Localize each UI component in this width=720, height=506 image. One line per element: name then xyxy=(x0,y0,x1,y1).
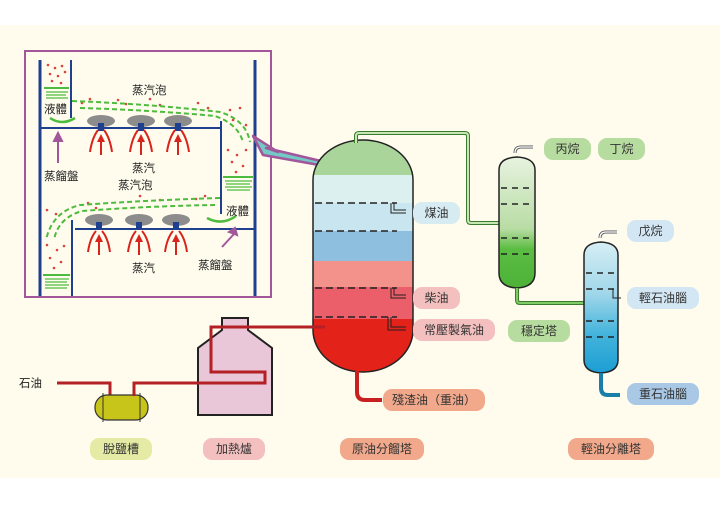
equipment-label-stabilizer: 穩定塔 xyxy=(508,320,570,342)
heated-feed-pipe xyxy=(132,325,325,396)
product-residue: 殘渣油（重油） xyxy=(383,389,485,411)
product-propane: 丙烷 xyxy=(544,138,591,160)
desalter-vessel xyxy=(94,393,149,422)
equipment-label-furnace: 加熱爐 xyxy=(203,438,265,460)
product-butane: 丁烷 xyxy=(598,138,645,160)
product-light-naphtha: 輕石油腦 xyxy=(627,287,699,309)
product-pentane: 戊烷 xyxy=(627,220,674,242)
equipment-label-crude-tower: 原油分餾塔 xyxy=(340,438,424,460)
product-kerosene: 煤油 xyxy=(413,202,460,224)
vapor-arrows xyxy=(87,129,190,255)
stabilizer-tower xyxy=(498,145,536,289)
feed-pipe xyxy=(57,381,112,396)
tray-pointer-arrows xyxy=(52,130,239,248)
product-heavy-naphtha: 重石油腦 xyxy=(627,383,699,405)
product-atmospheric-gas-oil: 常壓製氣油 xyxy=(413,319,495,341)
equipment-label-light-oil-splitter: 輕油分離塔 xyxy=(568,438,654,460)
liquid-flow-arrows xyxy=(49,116,237,223)
liquid-flow-lines xyxy=(45,100,251,241)
liquid-pool-bottom-left xyxy=(43,274,70,289)
bottoms-pipe-outline xyxy=(515,288,594,305)
inset-label-liquid-bottom: 液體 xyxy=(226,204,249,218)
inset-label-vapor-bottom: 蒸汽 xyxy=(132,261,155,275)
liquid-pool-right xyxy=(223,176,253,191)
liquid-pool-top-left xyxy=(44,87,69,99)
inset-label-tray-top: 蒸餾盤 xyxy=(44,169,79,183)
crude-distillation-tower xyxy=(312,139,414,402)
inset-label-liquid-top: 液體 xyxy=(44,102,67,116)
tray-detail-inset xyxy=(24,50,272,298)
heavy-naphtha-pipe xyxy=(599,373,620,397)
overhead-pipe xyxy=(355,132,500,224)
crude-oil-input-label: 石油 xyxy=(19,376,42,390)
residue-pipe xyxy=(355,371,382,402)
light-oil-splitter-tower xyxy=(583,230,621,397)
product-diesel: 柴油 xyxy=(413,287,460,309)
inset-label-vapor-mid: 蒸汽 xyxy=(132,161,155,175)
side-draws xyxy=(387,203,406,331)
vapor-bubbles xyxy=(45,63,248,270)
bottoms-pipe xyxy=(516,288,594,304)
inset-label-bubble-mid: 蒸汽泡 xyxy=(118,178,153,192)
equipment-label-desalter: 脫鹽槽 xyxy=(90,438,152,460)
inset-label-bubble-top: 蒸汽泡 xyxy=(132,83,167,97)
inset-label-tray-bottom: 蒸餾盤 xyxy=(198,258,233,272)
furnace-vessel xyxy=(197,317,273,416)
